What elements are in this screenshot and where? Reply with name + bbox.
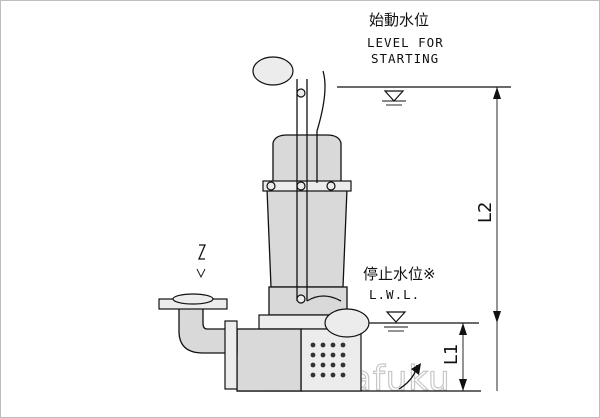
flow-arc-arrow-icon	[411, 363, 421, 375]
hole-icon	[310, 372, 316, 378]
l1-arrow-bottom-icon	[459, 379, 467, 391]
power-cable	[316, 70, 326, 183]
hole-icon	[340, 372, 346, 378]
hole-icon	[330, 352, 336, 358]
hole-icon	[330, 372, 336, 378]
low-water-level	[361, 311, 479, 332]
l1-arrow-top-icon	[459, 323, 467, 335]
flow-mark-path	[198, 244, 206, 260]
stop-level-jp-label: 停止水位※	[363, 265, 436, 283]
l2-arrow-bottom-icon	[493, 311, 501, 323]
low-level-triangle-icon	[385, 311, 407, 323]
lower-float-cable	[306, 295, 342, 302]
starting-level-triangle-icon	[383, 90, 405, 102]
discharge-casing	[236, 328, 302, 392]
starting-water-level	[337, 86, 511, 106]
dimension-l2: L2	[475, 87, 501, 391]
hole-icon	[340, 362, 346, 368]
starting-level-jp-label: 始動水位	[369, 11, 429, 29]
hole-icon	[310, 342, 316, 348]
hole-icon	[310, 352, 316, 358]
hole-icon	[330, 342, 336, 348]
flow-mark-bottom	[398, 363, 421, 390]
strainer-holes	[310, 342, 346, 378]
submersible-pump	[158, 56, 370, 392]
upper-float	[252, 56, 294, 86]
dimension-l1: L1	[441, 323, 467, 391]
hole-icon	[330, 362, 336, 368]
lower-float	[324, 308, 370, 338]
hole-icon	[340, 342, 346, 348]
hole-icon	[320, 342, 326, 348]
lower-clamp-icon	[296, 294, 306, 304]
bolt-1-icon	[266, 181, 276, 191]
float-clamp-icon	[296, 88, 306, 98]
hole-icon	[340, 352, 346, 358]
starting-level-en-line2: STARTING	[371, 51, 439, 66]
l2-label: L2	[475, 202, 496, 223]
hole-icon	[320, 352, 326, 358]
flow-mark-top	[196, 244, 206, 279]
l2-arrow-top-icon	[493, 87, 501, 99]
hole-icon	[310, 362, 316, 368]
starting-level-en-line1: LEVEL FOR	[367, 35, 444, 50]
discharge-opening	[172, 293, 214, 305]
stop-level-en-label: L.W.L.	[369, 287, 420, 302]
flow-mark-arrow-icon	[196, 268, 206, 279]
l1-label: L1	[441, 344, 462, 365]
vertical-flange	[224, 320, 238, 390]
hole-icon	[320, 372, 326, 378]
bolt-2-icon	[296, 181, 306, 191]
bolt-3-icon	[326, 181, 336, 191]
pump-strainer	[300, 328, 362, 392]
hole-icon	[320, 362, 326, 368]
